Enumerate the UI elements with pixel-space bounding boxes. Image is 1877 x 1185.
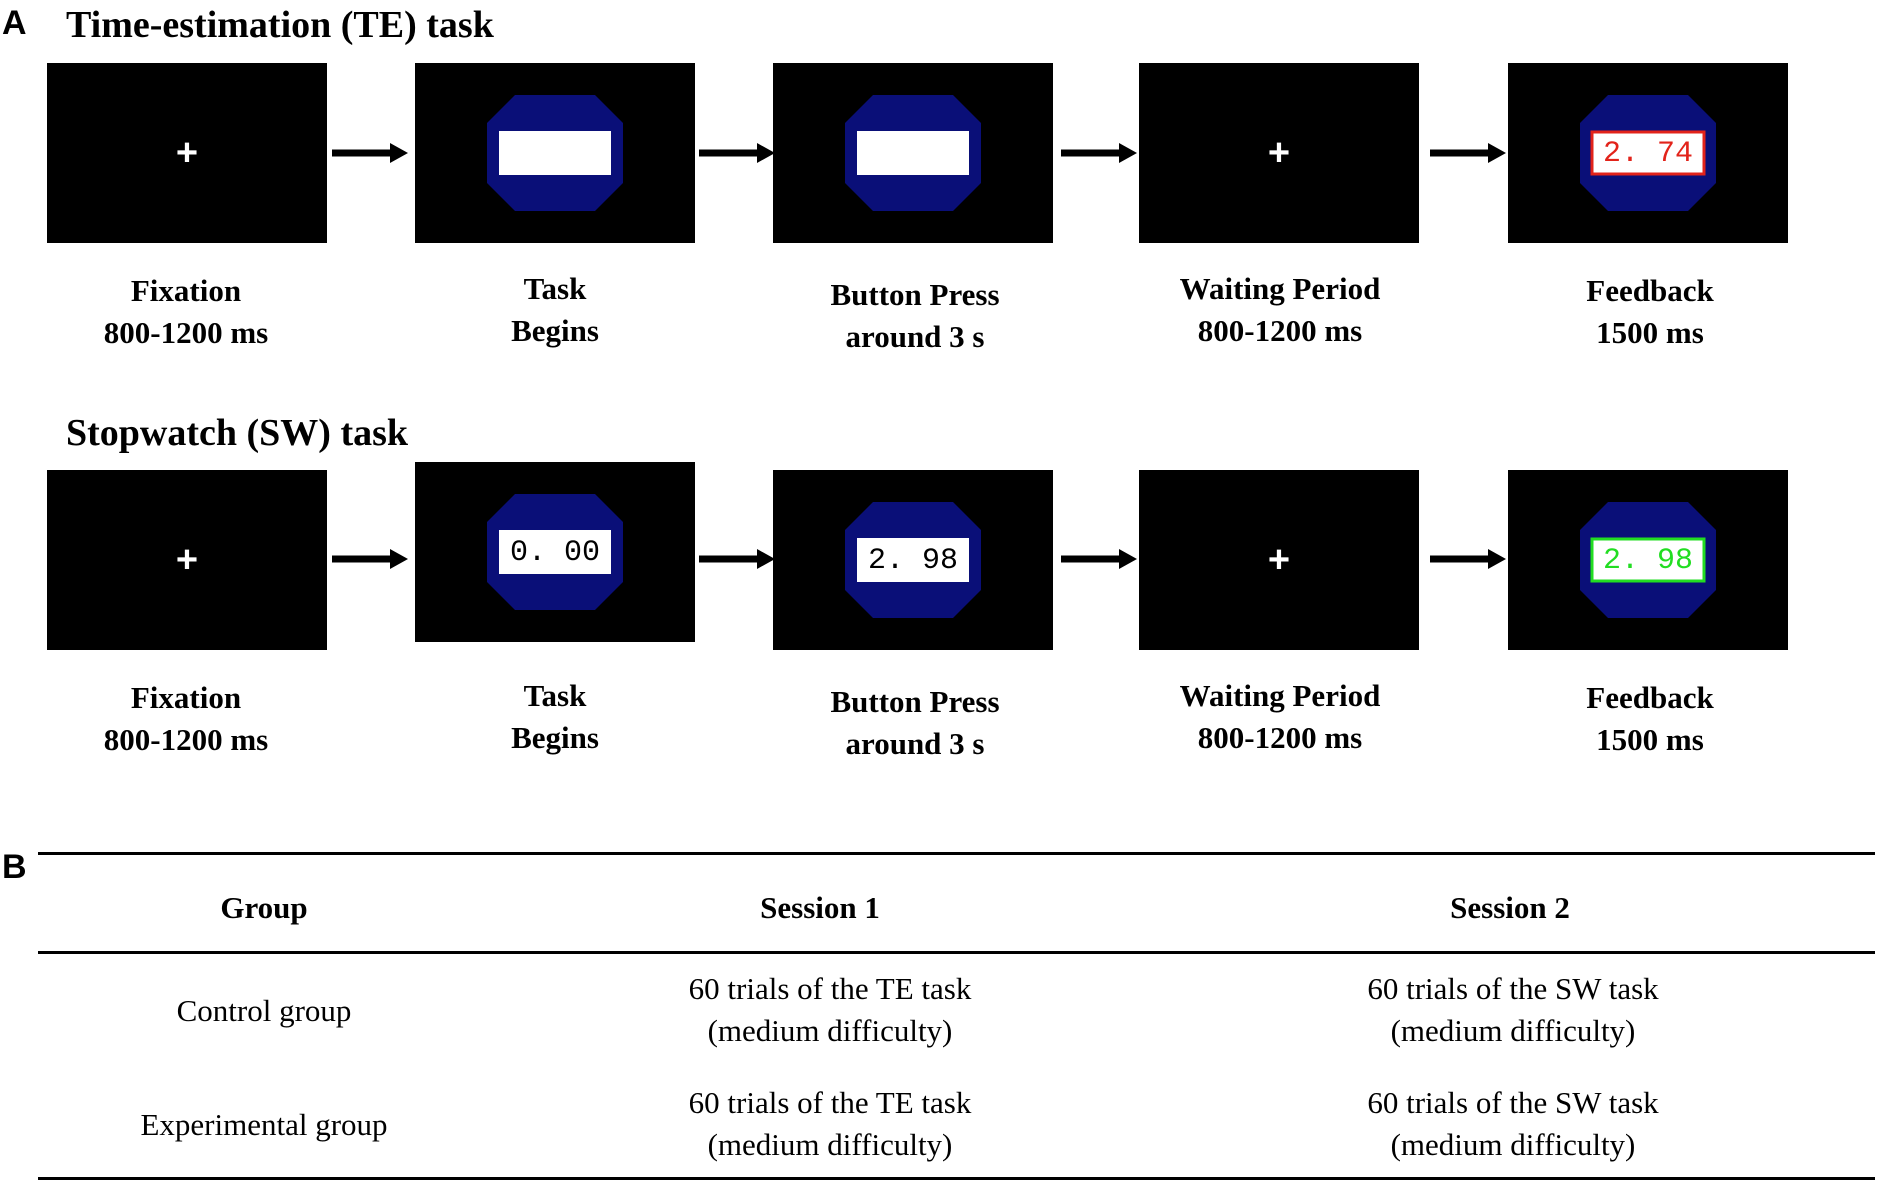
arrow-right-icon	[1430, 143, 1506, 163]
timer-value: 0. 00	[510, 536, 600, 570]
sw-waiting-screen: +	[1139, 470, 1419, 650]
arrow-right-icon	[332, 549, 408, 569]
timer-display	[499, 530, 611, 574]
te-feedback-screen: 2. 74	[1508, 63, 1788, 243]
header-session-1: Session 1	[760, 890, 880, 925]
arrow-right-icon	[699, 143, 775, 163]
te-fixation-screen: +	[47, 63, 327, 243]
te-feedback-caption: Feedback 1500 ms	[1586, 273, 1714, 350]
header-group: Group	[220, 890, 308, 925]
feedback-value: 2. 74	[1603, 137, 1693, 171]
row-control-session-1: 60 trials of the TE task (medium difficu…	[688, 971, 972, 1048]
fixation-cross-icon: +	[176, 539, 198, 581]
sw-task-begins-screen: 0. 00	[415, 462, 695, 642]
table-bottom-rule	[38, 1177, 1875, 1180]
te-waiting-caption: Waiting Period 800-1200 ms	[1179, 271, 1381, 348]
timer-display	[857, 131, 969, 175]
feedback-display	[1590, 130, 1706, 176]
timer-display	[857, 538, 969, 582]
te-button-press-caption: Button Press around 3 s	[830, 277, 1000, 354]
fixation-cross-icon: +	[1268, 132, 1290, 174]
row-experimental-group-label: Experimental group	[140, 1107, 388, 1142]
feedback-value: 2. 98	[1603, 544, 1693, 578]
te-task-title: Time-estimation (TE) task	[66, 4, 494, 46]
arrow-right-icon	[1430, 549, 1506, 569]
sw-waiting-caption: Waiting Period 800-1200 ms	[1179, 678, 1381, 755]
sw-task-title: Stopwatch (SW) task	[66, 412, 409, 454]
arrow-right-icon	[1061, 549, 1137, 569]
fixation-cross-icon: +	[1268, 539, 1290, 581]
arrow-right-icon	[699, 549, 775, 569]
te-task-begins-caption: Task Begins	[511, 271, 599, 348]
arrow-right-icon	[332, 143, 408, 163]
table-header-rule	[38, 951, 1875, 954]
row-control-group-label: Control group	[176, 993, 352, 1028]
timer-value: 2. 98	[868, 544, 958, 578]
te-fixation-caption: Fixation 800-1200 ms	[103, 273, 269, 350]
row-experimental-session-1: 60 trials of the TE task (medium difficu…	[688, 1085, 972, 1162]
fixation-cross-icon: +	[176, 132, 198, 174]
sw-fixation-screen: +	[47, 470, 327, 650]
timer-display	[499, 131, 611, 175]
te-button-press-screen	[773, 63, 1053, 243]
row-experimental-session-2: 60 trials of the SW task (medium difficu…	[1367, 1085, 1659, 1162]
arrow-right-icon	[1061, 143, 1137, 163]
sw-button-press-caption: Button Press around 3 s	[830, 684, 1000, 761]
sw-feedback-caption: Feedback 1500 ms	[1586, 680, 1714, 757]
sw-feedback-screen: 2. 98	[1508, 470, 1788, 650]
panel-label-a: A	[2, 4, 27, 42]
sw-button-press-screen: 2. 98	[773, 470, 1053, 650]
sw-fixation-caption: Fixation 800-1200 ms	[103, 680, 269, 757]
te-waiting-screen: +	[1139, 63, 1419, 243]
sw-task-begins-caption: Task Begins	[511, 678, 599, 755]
panel-label-b: B	[2, 848, 27, 886]
header-session-2: Session 2	[1450, 890, 1570, 925]
table-top-rule	[38, 852, 1875, 855]
feedback-display	[1590, 537, 1706, 583]
row-control-session-2: 60 trials of the SW task (medium difficu…	[1367, 971, 1659, 1048]
te-task-begins-screen	[415, 63, 695, 243]
